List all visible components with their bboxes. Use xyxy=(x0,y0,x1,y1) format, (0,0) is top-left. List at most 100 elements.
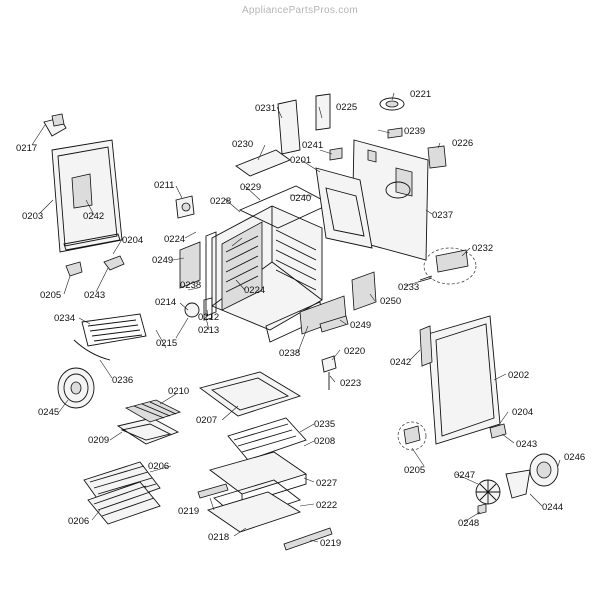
oven-door-assembly-right xyxy=(419,315,501,445)
label-0246: 0246 xyxy=(564,452,585,463)
label-0219-right: 0219 xyxy=(320,538,341,549)
label-0244: 0244 xyxy=(542,502,563,513)
label-0205-left: 0205 xyxy=(40,290,61,301)
side-rail-left xyxy=(179,241,201,289)
broil-pan xyxy=(116,417,180,445)
label-0236: 0236 xyxy=(112,375,133,386)
fan-blade xyxy=(475,479,501,505)
broil-pan-insert xyxy=(124,399,182,423)
label-0206-upper: 0206 xyxy=(148,461,169,472)
label-0249-right: 0249 xyxy=(350,320,371,331)
label-0250: 0250 xyxy=(380,296,401,307)
oven-door-assembly-left xyxy=(51,139,123,253)
label-0222: 0222 xyxy=(316,500,337,511)
label-0208: 0208 xyxy=(314,436,335,447)
label-0245: 0245 xyxy=(38,407,59,418)
watermark: AppliancePartsPros.com xyxy=(241,5,359,16)
vent-duct xyxy=(235,149,291,177)
leveling-leg xyxy=(321,355,337,390)
label-0240: 0240 xyxy=(290,193,311,204)
label-0247: 0247 xyxy=(454,470,475,481)
door-handle-clip xyxy=(43,113,67,137)
hinge-left xyxy=(65,255,125,277)
label-0205-right: 0205 xyxy=(404,465,425,476)
thermostat-sensor xyxy=(175,195,195,219)
label-0242-left: 0242 xyxy=(83,211,104,222)
label-0213: 0213 xyxy=(198,325,219,336)
label-0235: 0235 xyxy=(314,419,335,430)
bottom-element xyxy=(227,417,307,461)
part-labels: 0217 0203 0242 0204 0205 0243 0234 0236 … xyxy=(16,89,585,549)
label-0224-center: 0224 xyxy=(244,285,265,296)
label-0203: 0203 xyxy=(22,211,43,222)
lamp-assembly xyxy=(184,297,213,321)
label-0238-right: 0238 xyxy=(279,348,300,359)
label-0232: 0232 xyxy=(472,243,493,254)
label-0218: 0218 xyxy=(208,532,229,543)
label-0211: 0211 xyxy=(154,180,174,191)
label-0228: 0228 xyxy=(210,196,231,207)
label-0243-left: 0243 xyxy=(84,290,105,301)
screw-0233 xyxy=(417,277,433,283)
label-0231: 0231 xyxy=(255,103,276,114)
convection-fan-cover xyxy=(57,367,95,409)
label-0243-right: 0243 xyxy=(516,439,537,450)
vent-tube xyxy=(315,93,331,131)
label-0210: 0210 xyxy=(168,386,189,397)
label-0226: 0226 xyxy=(452,138,473,149)
label-0221: 0221 xyxy=(410,89,431,100)
label-0215: 0215 xyxy=(156,338,177,349)
label-0209: 0209 xyxy=(88,435,109,446)
oven-rack-lower xyxy=(87,481,161,525)
label-0220: 0220 xyxy=(344,346,365,357)
label-0204-left: 0204 xyxy=(122,235,143,246)
label-0237: 0237 xyxy=(432,210,453,221)
connector-block xyxy=(329,147,343,161)
label-0230: 0230 xyxy=(232,139,253,150)
label-0207: 0207 xyxy=(196,415,217,426)
oven-bottom-panel xyxy=(198,371,302,417)
element-wire xyxy=(73,339,111,361)
vent-channel xyxy=(277,99,301,155)
label-0206-lower: 0206 xyxy=(68,516,89,527)
label-0241: 0241 xyxy=(302,140,323,151)
drawer-base xyxy=(206,491,302,533)
label-0212: 0212 xyxy=(198,312,219,323)
label-0239: 0239 xyxy=(404,126,425,137)
bake-element xyxy=(81,313,147,347)
label-0202: 0202 xyxy=(508,370,529,381)
label-0217: 0217 xyxy=(16,143,37,154)
label-0223: 0223 xyxy=(340,378,361,389)
label-0248: 0248 xyxy=(458,518,479,529)
drawer-slide-left xyxy=(197,483,229,499)
fan-nut xyxy=(477,503,487,515)
terminal-block-group xyxy=(419,247,477,285)
coil-spring xyxy=(379,97,405,111)
anti-tip-bracket xyxy=(319,315,349,333)
label-0225: 0225 xyxy=(336,102,357,113)
label-0234: 0234 xyxy=(54,313,75,324)
label-0233: 0233 xyxy=(398,282,419,293)
label-0219-left: 0219 xyxy=(178,506,199,517)
label-0214: 0214 xyxy=(155,297,176,308)
fan-motor xyxy=(529,453,559,487)
fan-bracket xyxy=(505,469,531,499)
label-0201: 0201 xyxy=(290,155,311,166)
label-0249-left: 0249 xyxy=(152,255,173,266)
label-0229: 0229 xyxy=(240,182,261,193)
label-0204-right: 0204 xyxy=(512,407,533,418)
label-0227: 0227 xyxy=(316,478,337,489)
side-rail-right xyxy=(299,271,377,335)
label-0242-right: 0242 xyxy=(390,357,411,368)
terminal-bracket xyxy=(387,127,403,139)
leader-lines xyxy=(31,92,561,543)
oven-cavity xyxy=(211,205,323,331)
label-0224-left: 0224 xyxy=(164,234,185,245)
label-plate xyxy=(427,145,447,169)
hinge-right xyxy=(397,421,507,451)
label-0238-left: 0238 xyxy=(180,280,201,291)
rear-frame xyxy=(315,167,373,249)
drawer-slide-right xyxy=(283,527,333,551)
